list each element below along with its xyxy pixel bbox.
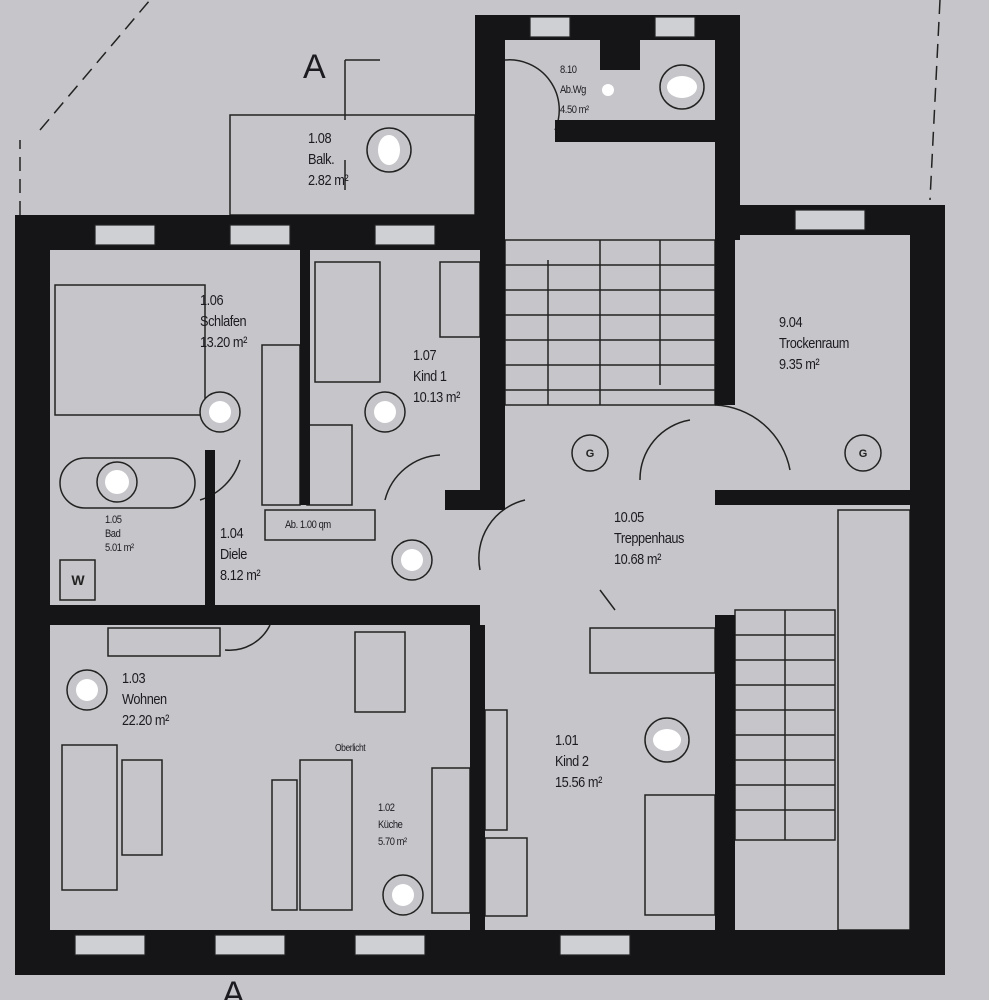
- room-name: Kind 1: [413, 368, 447, 385]
- room-name: Schlafen: [200, 313, 247, 330]
- desk-kind1: [439, 261, 481, 338]
- room-area: 9.35 m²: [779, 356, 820, 373]
- room-name: Diele: [220, 546, 247, 563]
- kind2-shelf: [484, 709, 508, 831]
- bed-kind1: [314, 261, 381, 383]
- room-name: Wohnen: [122, 691, 167, 708]
- door-swings: [199, 59, 791, 651]
- railing: [599, 589, 616, 611]
- kind2-wardrobe: [589, 627, 716, 674]
- room-area: 10.68 m²: [614, 551, 661, 568]
- room-area: 13.20 m²: [200, 334, 247, 351]
- sofa: [61, 744, 118, 891]
- washer-icon: W: [71, 572, 85, 588]
- bathtub: [59, 457, 196, 509]
- room-area: 5.01 m²: [105, 542, 134, 554]
- room-area: 15.56 m²: [555, 774, 602, 791]
- room-number: 1.01: [555, 732, 579, 749]
- void-area: [837, 509, 911, 931]
- room-number: 1.06: [200, 292, 224, 309]
- room-number: 1.02: [378, 802, 395, 814]
- stair-treads: [505, 240, 715, 405]
- section-marker: A: [303, 48, 326, 86]
- room-name: Trockenraum: [779, 335, 849, 352]
- room-area: 4.50 m²: [560, 104, 589, 116]
- room-number: 9.04: [779, 314, 803, 331]
- walls: [15, 15, 945, 975]
- roof-outline: [19, 0, 941, 215]
- section-line-top: [344, 59, 380, 190]
- room-name: Küche: [378, 819, 403, 831]
- kitchen-shelf: [271, 779, 298, 911]
- room-number: 1.03: [122, 670, 146, 687]
- closet-label: Ab. 1.00 qm: [285, 519, 331, 531]
- bed-kind2: [644, 794, 716, 916]
- room-name: Treppenhaus: [614, 530, 684, 547]
- kind2-desk: [484, 837, 528, 917]
- wardrobe-kind1: [306, 424, 353, 506]
- light-markers: [76, 76, 697, 906]
- room-name: Kind 2: [555, 753, 589, 770]
- room-area: 2.82 m²: [308, 172, 349, 189]
- coffee-table: [121, 759, 163, 856]
- sideboard: [107, 627, 221, 657]
- skylight-label: Oberlicht: [335, 743, 366, 754]
- room-number: 10.05: [614, 509, 644, 526]
- room-area: 10.13 m²: [413, 389, 460, 406]
- balcony-outline: [229, 114, 476, 216]
- room-number: 1.04: [220, 525, 244, 542]
- closet-box: [264, 509, 376, 541]
- wardrobe-schlafen: [261, 344, 301, 506]
- room-name: Bad: [105, 528, 121, 540]
- gas-meter-icon: G: [859, 448, 868, 460]
- room-number: 8.10: [560, 64, 577, 76]
- room-name: Ab.Wg: [560, 84, 586, 96]
- room-number: 1.08: [308, 130, 332, 147]
- kitchen-counter-left: [299, 759, 353, 911]
- room-name: Balk.: [308, 151, 335, 168]
- kitchen-counter-right: [431, 767, 471, 914]
- washing-machine: [59, 559, 96, 601]
- room-number: 1.05: [105, 514, 122, 526]
- section-marker-bottom: A: [222, 975, 245, 1000]
- double-bed: [54, 284, 206, 416]
- stair-treads-lower: [735, 610, 835, 840]
- room-area: 5.70 m²: [378, 836, 407, 848]
- windows: [74, 16, 866, 956]
- room-area: 22.20 m²: [122, 712, 169, 729]
- gas-meter-icon: G: [586, 448, 595, 460]
- dining-table: [354, 631, 406, 713]
- room-number: 1.07: [413, 347, 437, 364]
- room-area: 8.12 m²: [220, 567, 261, 584]
